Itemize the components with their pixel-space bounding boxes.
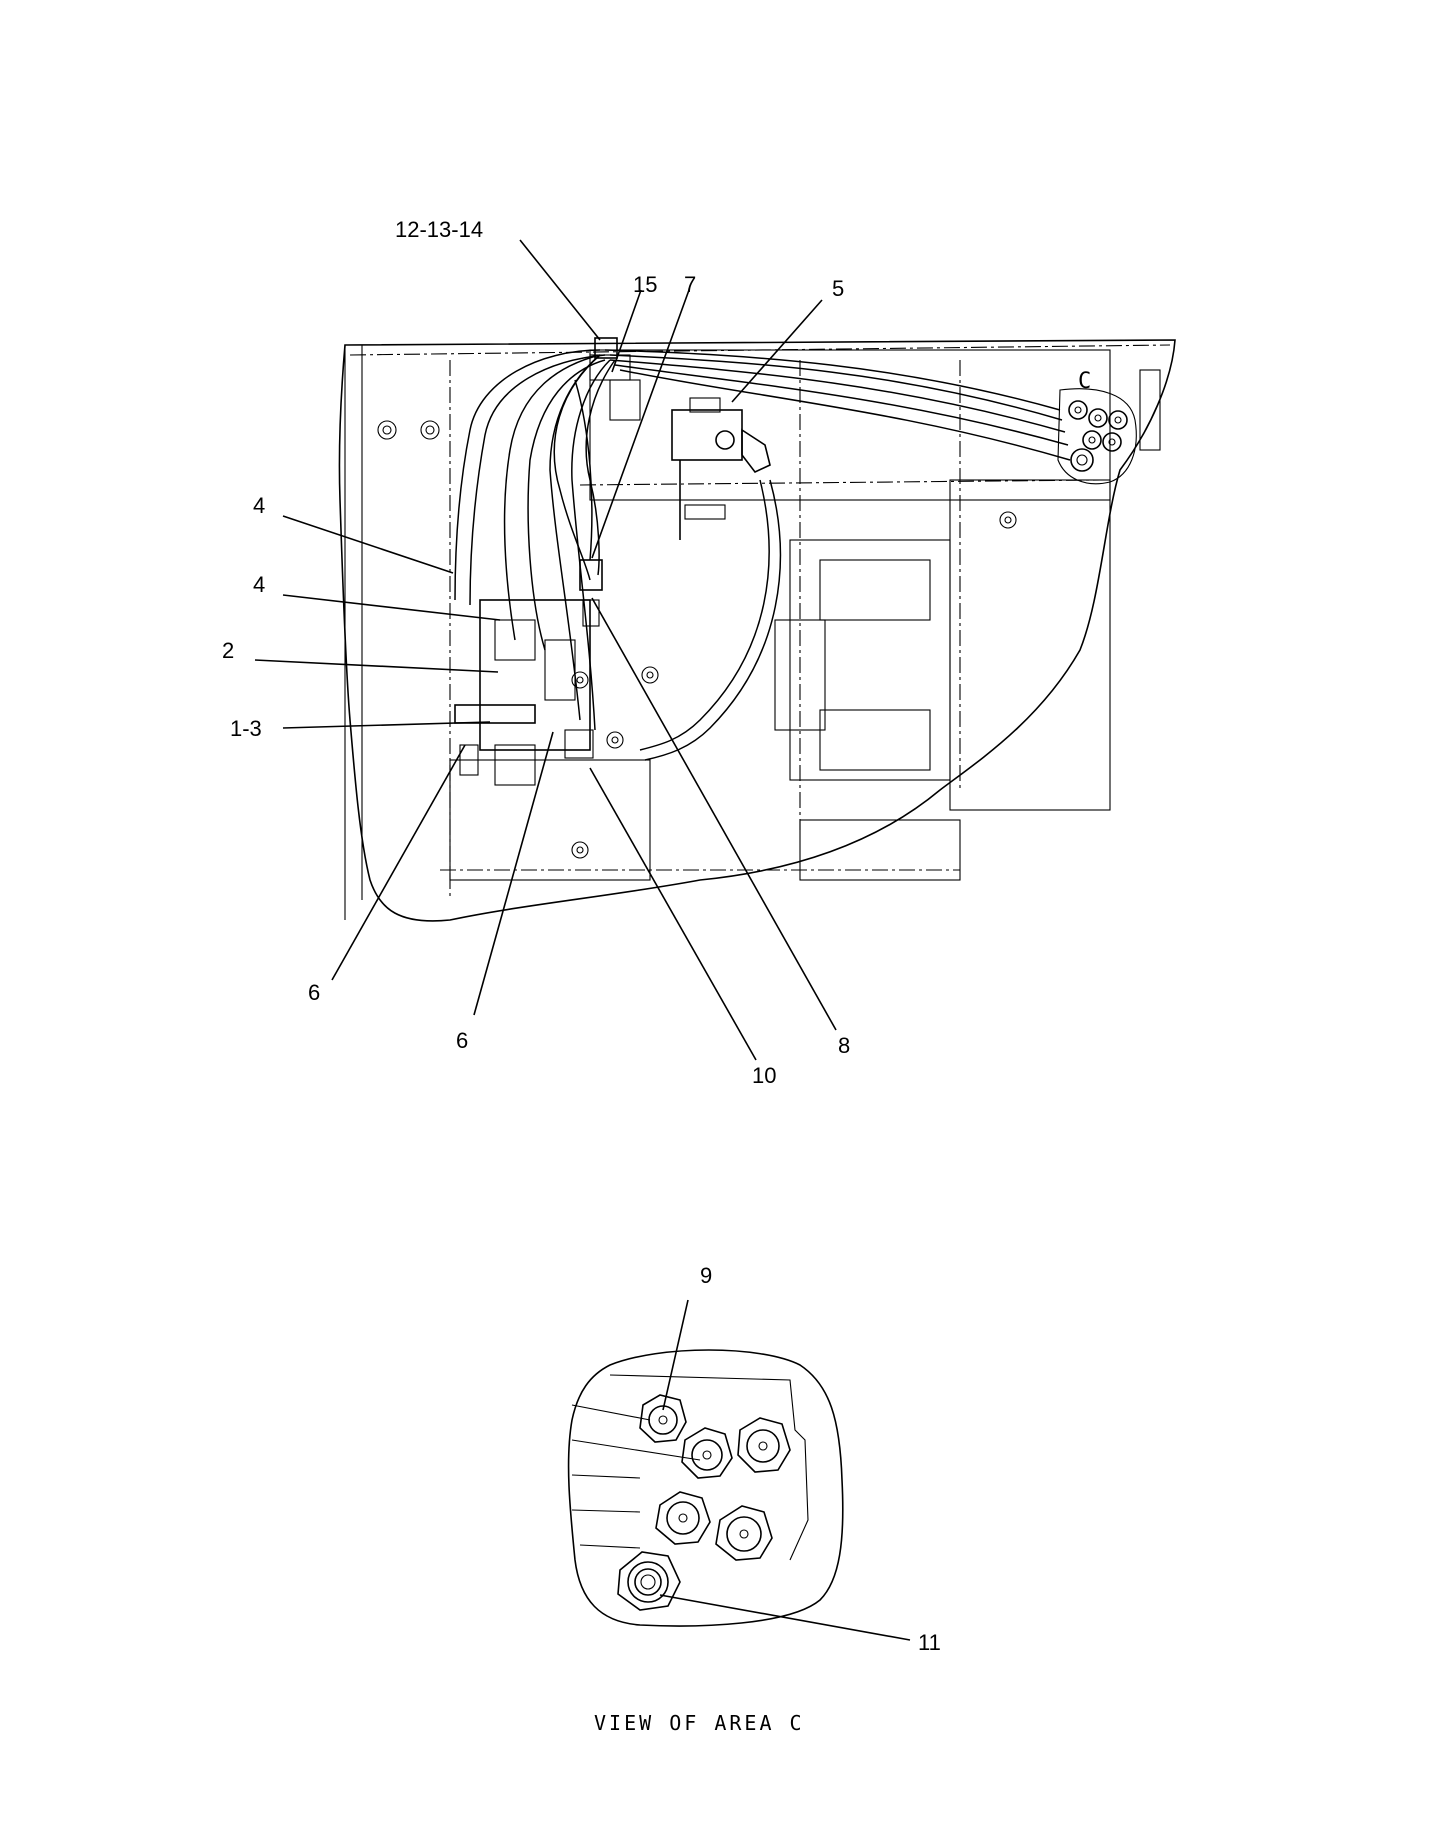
area-letter: C bbox=[1078, 369, 1091, 394]
callout-11: 11 bbox=[918, 1630, 941, 1655]
detail-hose-lines bbox=[571, 1404, 701, 1549]
chassis-outline bbox=[338, 339, 1176, 922]
detail-inner-edge bbox=[609, 1374, 809, 1561]
fitting-9 bbox=[639, 1394, 687, 1443]
main-assembly-view: C 12-13-14 15 7 5 4 4 2 1-3 6 6 bbox=[222, 217, 1176, 1088]
callout-4-upper: 4 bbox=[253, 493, 265, 518]
callout-12-13-14: 12-13-14 bbox=[395, 217, 483, 242]
frame-lower-right bbox=[799, 819, 961, 881]
callout-15: 15 bbox=[633, 272, 657, 297]
callout-6-left: 6 bbox=[308, 980, 320, 1005]
leader-11 bbox=[659, 1594, 911, 1641]
callout-6-mid: 6 bbox=[456, 1028, 468, 1053]
fitting-c bbox=[737, 1417, 791, 1473]
callout-8: 8 bbox=[838, 1033, 850, 1058]
frame-box-a bbox=[819, 559, 931, 621]
fitting-b bbox=[681, 1427, 733, 1479]
fitting-e bbox=[715, 1505, 773, 1561]
centerline-top bbox=[349, 344, 1171, 356]
fitting-11 bbox=[617, 1551, 681, 1611]
leader-9 bbox=[662, 1299, 689, 1411]
left-rail bbox=[344, 345, 363, 920]
callout-1-3: 1-3 bbox=[230, 716, 262, 741]
detail-view-area-c: 9 11 VIEW OF AREA C bbox=[567, 1263, 941, 1735]
fitting-d bbox=[655, 1491, 711, 1545]
area-c-fittings-small bbox=[1057, 369, 1161, 485]
callout-2: 2 bbox=[222, 638, 234, 663]
callout-7: 7 bbox=[684, 272, 696, 297]
callout-4-lower: 4 bbox=[253, 572, 265, 597]
detail-outline bbox=[567, 1349, 844, 1627]
detail-caption: VIEW OF AREA C bbox=[594, 1711, 805, 1735]
clamp bbox=[594, 337, 618, 359]
callout-9: 9 bbox=[700, 1263, 712, 1288]
callout-10: 10 bbox=[752, 1063, 776, 1088]
frame-mid-right bbox=[789, 539, 951, 781]
centerline-mid bbox=[579, 479, 1101, 486]
leader-lines bbox=[254, 239, 837, 1061]
bracket-plate bbox=[609, 379, 641, 421]
bolt-markers bbox=[377, 420, 1017, 859]
hose-bundle bbox=[454, 349, 1071, 761]
frame-right-block bbox=[949, 479, 1111, 811]
frame-box-b bbox=[819, 709, 931, 771]
callout-5: 5 bbox=[832, 276, 844, 301]
upper-valve-assembly bbox=[671, 397, 771, 540]
frame-box-c bbox=[774, 619, 826, 731]
control-valve bbox=[454, 599, 594, 786]
